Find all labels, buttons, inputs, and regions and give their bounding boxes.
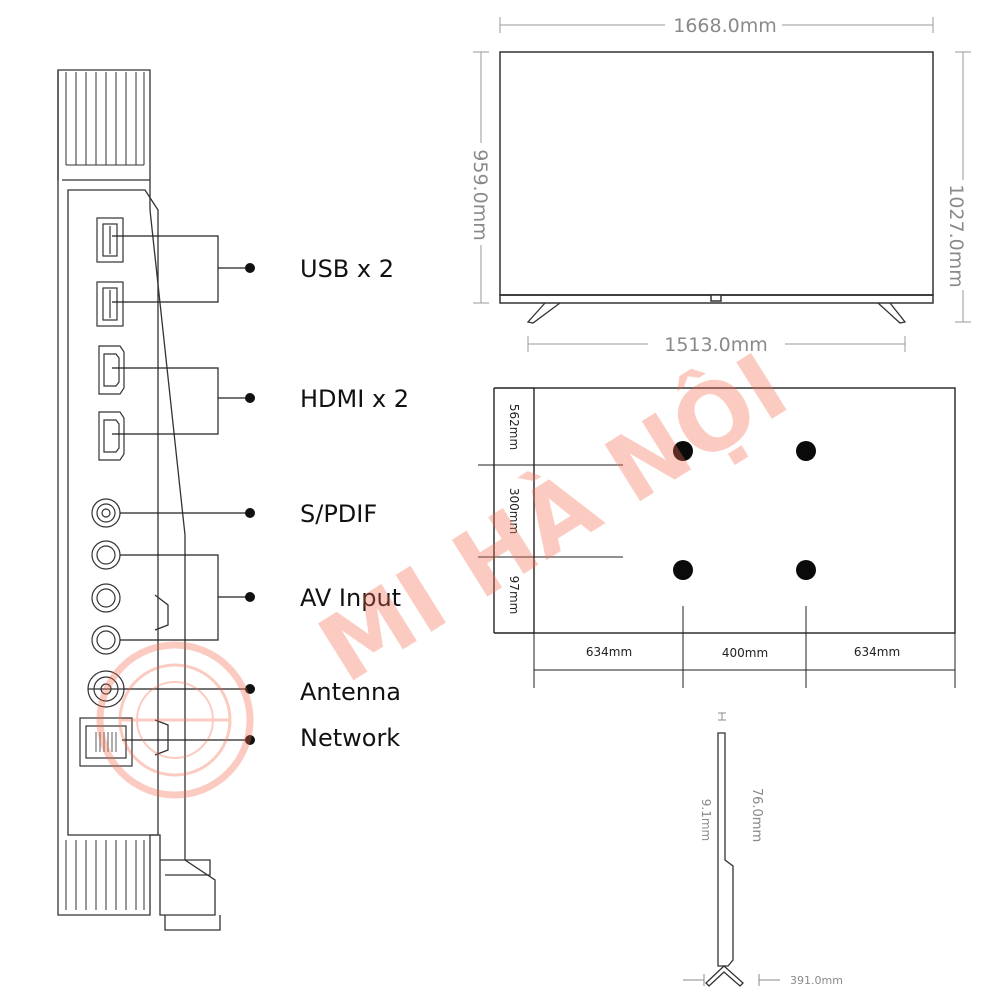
spdif-label: S/PDIF: [300, 500, 377, 528]
tv-front-view: [499, 51, 934, 324]
network-port: [79, 717, 133, 767]
watermark-logo: MI HÀ NỘI: [96, 331, 805, 799]
network-label: Network: [300, 724, 400, 752]
antenna-port: [87, 670, 125, 708]
front-total-height-label: 1027.0mm: [945, 184, 967, 288]
side-profile-view: [705, 732, 744, 987]
vesa-back-view: [493, 387, 956, 634]
side-thin-label: 9.1mm: [699, 799, 713, 841]
hdmi-port-1: [98, 345, 125, 395]
vesa-bottom-label: 97mm: [507, 576, 521, 615]
vesa-middle-label: 300mm: [507, 488, 521, 534]
front-width-label: 1668.0mm: [673, 15, 777, 37]
usb-label: USB x 2: [300, 255, 394, 283]
hdmi-port-2: [98, 411, 125, 461]
leader-dots: [245, 263, 255, 745]
av-jack-1: [91, 540, 121, 570]
vesa-center-label: 400mm: [722, 646, 768, 660]
av-input-label: AV Input: [300, 584, 401, 612]
spdif-port: [91, 498, 121, 528]
tv-rear-panel: [57, 69, 221, 931]
vesa-dimension-lines: [478, 464, 956, 688]
watermark-seal-icon: [96, 641, 254, 799]
vesa-right-label: 634mm: [854, 645, 900, 659]
usb-port-1: [96, 217, 124, 263]
av-jack-2: [91, 583, 121, 613]
stand-spread-label: 1513.0mm: [664, 334, 768, 356]
side-dimension-lines: [683, 712, 780, 986]
front-screen-height-label: 959.0mm: [469, 149, 491, 240]
front-dimension-lines: [473, 17, 971, 352]
hdmi-label: HDMI x 2: [300, 385, 409, 413]
vesa-left-label: 634mm: [586, 645, 632, 659]
side-depth-label: 391.0mm: [790, 974, 843, 987]
vesa-top-label: 562mm: [507, 404, 521, 450]
av-jack-3: [91, 625, 121, 655]
side-thick-label: 76.0mm: [749, 788, 764, 842]
antenna-label: Antenna: [300, 678, 401, 706]
usb-port-2: [96, 281, 124, 327]
vesa-mount-holes: [673, 441, 816, 580]
port-leader-lines: [112, 235, 250, 741]
